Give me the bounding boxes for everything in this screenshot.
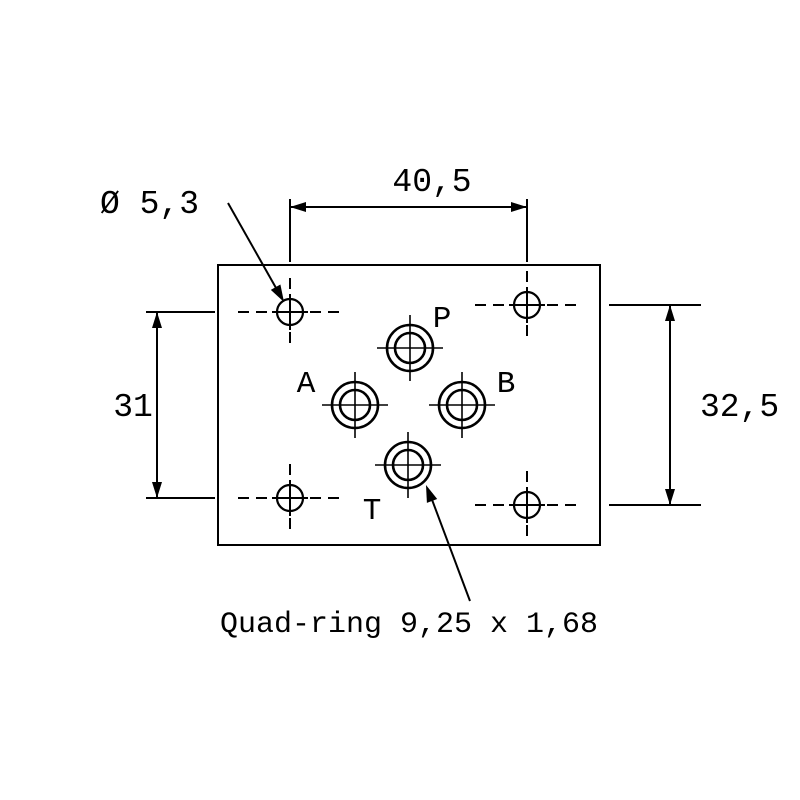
arrowhead-up — [152, 312, 162, 328]
arrowhead-down — [665, 489, 675, 505]
dimension-top-width-value: 40,5 — [392, 164, 471, 201]
mounting-hole-top-right — [475, 271, 579, 339]
leader-arrowhead — [270, 284, 284, 302]
mounting-hole-top-left — [238, 278, 342, 346]
port-t — [375, 432, 441, 498]
arrowhead-left — [290, 202, 306, 212]
arrowhead-up — [665, 305, 675, 321]
mounting-hole-bottom-left — [238, 464, 342, 532]
dimension-right-height: 32,5 — [609, 304, 779, 506]
quad-ring-note: Quad-ring 9,25 x 1,68 — [220, 608, 598, 642]
hole-diameter-callout: Ø 5,3 — [100, 186, 284, 302]
quad-ring-callout: Quad-ring 9,25 x 1,68 — [220, 485, 598, 642]
dimension-right-height-value: 32,5 — [700, 389, 779, 426]
dimension-left-height: 31 — [113, 311, 215, 499]
leader-line — [430, 496, 471, 602]
port-a — [322, 372, 388, 438]
port-b — [429, 372, 495, 438]
dimension-left-height-value: 31 — [113, 389, 153, 426]
plate-outline — [217, 264, 601, 546]
arrowhead-right — [511, 202, 527, 212]
dimension-top-width: 40,5 — [289, 164, 528, 262]
port-p-label: P — [433, 302, 452, 337]
leader-line — [227, 202, 281, 296]
mounting-hole-bottom-right — [475, 471, 579, 539]
port-b-label: B — [497, 367, 516, 402]
leader-arrowhead — [426, 485, 438, 503]
hole-diameter-value: Ø 5,3 — [100, 186, 199, 223]
port-a-label: A — [297, 367, 316, 402]
arrowhead-down — [152, 482, 162, 498]
port-t-label: T — [363, 494, 382, 529]
port-p — [377, 315, 443, 381]
